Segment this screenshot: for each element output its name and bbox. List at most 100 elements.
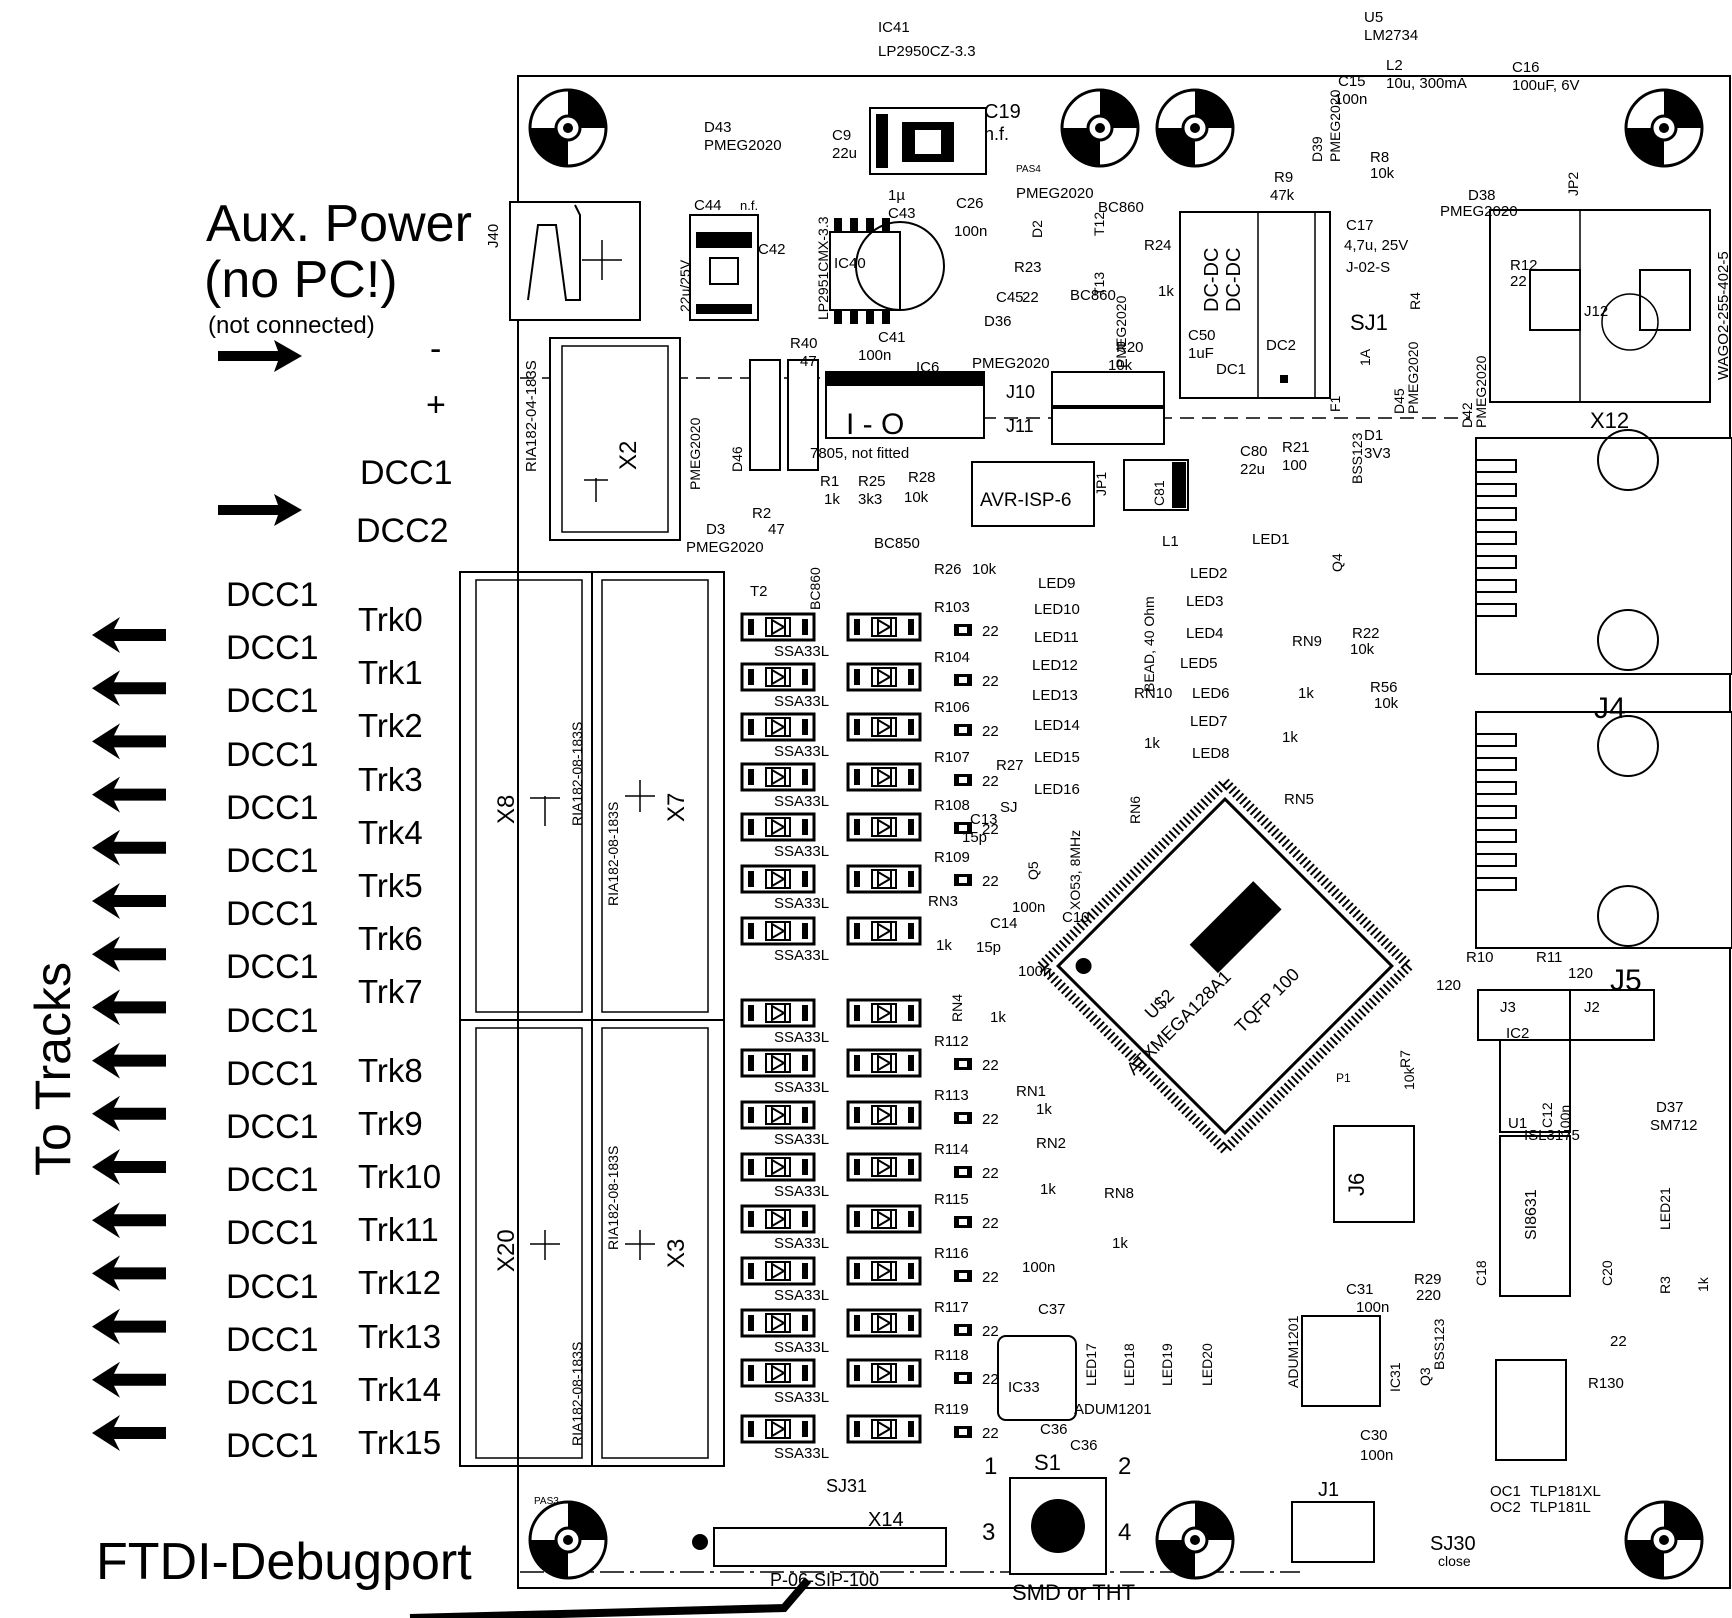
track-dcc-label: DCC1 [226, 1214, 319, 1253]
svg-text:C37: C37 [1038, 1301, 1066, 1318]
diode [846, 762, 922, 792]
svg-text:1k: 1k [1036, 1101, 1052, 1118]
svg-text:R25: R25 [858, 473, 886, 490]
svg-text:J5: J5 [1610, 964, 1642, 997]
svg-text:RN4: RN4 [949, 994, 965, 1022]
diode [846, 864, 922, 894]
svg-text:Q3: Q3 [1417, 1367, 1433, 1386]
svg-text:BSS123: BSS123 [1349, 432, 1365, 484]
track-number-label: Trk13 [358, 1317, 442, 1355]
svg-text:TLP181L: TLP181L [1530, 1499, 1591, 1516]
track-dcc-label: DCC1 [226, 1054, 319, 1093]
resistor-labels: R10322R10422R10622R10722R10822R10922R112… [934, 599, 999, 1442]
c42-capacitor [689, 214, 759, 321]
svg-text:SMD or THT: SMD or THT [1012, 1580, 1135, 1605]
minus-label: - [430, 330, 442, 368]
svg-text:DC1: DC1 [1216, 361, 1246, 378]
svg-text:XO53, 8MHz: XO53, 8MHz [1067, 830, 1083, 910]
svg-text:R3: R3 [1657, 1276, 1673, 1294]
svg-text:BSS123: BSS123 [1431, 1318, 1447, 1370]
x2-connector [549, 337, 681, 541]
c9-capacitor [869, 107, 987, 175]
resistor-label: R106 [934, 699, 970, 716]
svg-text:R26: R26 [934, 561, 962, 578]
track-number-label: Trk4 [358, 813, 423, 851]
svg-text:T2: T2 [750, 583, 768, 600]
svg-text:C45: C45 [996, 289, 1024, 306]
diode-part-label: SSA33L [774, 1029, 829, 1046]
wago-terminal [1489, 209, 1711, 403]
svg-text:R10: R10 [1466, 949, 1494, 966]
svg-text:J6: J6 [1344, 1173, 1369, 1196]
svg-text:4,7u, 25V: 4,7u, 25V [1344, 237, 1408, 254]
svg-text:1k: 1k [1158, 283, 1174, 300]
diode [846, 1100, 922, 1130]
svg-text:L2: L2 [1386, 57, 1403, 74]
svg-text:IC31: IC31 [1387, 1362, 1403, 1392]
aux-power-sub-label: (no PC!) [204, 251, 398, 309]
svg-text:PMEG2020: PMEG2020 [1327, 89, 1343, 162]
ic40-chip [829, 218, 945, 324]
svg-text:Q4: Q4 [1329, 553, 1345, 572]
svg-text:RN3: RN3 [928, 893, 958, 910]
svg-text:OC1: OC1 [1490, 1483, 1521, 1500]
diode [846, 712, 922, 742]
svg-text:X2: X2 [615, 441, 642, 470]
svg-text:22u/25V: 22u/25V [677, 259, 693, 312]
svg-text:WAGO2-255-402-5: WAGO2-255-402-5 [1715, 251, 1732, 380]
mounting-hole [1155, 1500, 1235, 1580]
resistor-value: 22 [982, 1215, 999, 1232]
diode [740, 762, 816, 792]
svg-text:C36: C36 [1040, 1421, 1068, 1438]
svg-text:SM712: SM712 [1650, 1117, 1698, 1134]
svg-text:4: 4 [1118, 1519, 1131, 1546]
svg-text:J4: J4 [1594, 692, 1626, 725]
resistor-value: 22 [982, 1425, 999, 1442]
svg-text:3V3: 3V3 [1364, 445, 1391, 462]
track-number-label: Trk9 [358, 1104, 423, 1142]
svg-text:P-06-SIP-100: P-06-SIP-100 [770, 1570, 879, 1590]
u5-ref: U5 [1364, 9, 1383, 26]
svg-text:10k: 10k [1370, 165, 1395, 182]
track-number-label: Trk5 [358, 867, 423, 904]
svg-text:PMEG2020: PMEG2020 [686, 539, 764, 556]
track-arrow [92, 723, 166, 760]
svg-text:TLP181XL: TLP181XL [1530, 1483, 1601, 1500]
svg-text:120: 120 [1568, 965, 1593, 982]
svg-text:100n: 100n [858, 347, 891, 364]
svg-text:1k: 1k [1695, 1276, 1711, 1292]
svg-text:IC33: IC33 [1008, 1379, 1040, 1396]
diode [740, 916, 816, 946]
svg-text:D1: D1 [1364, 427, 1383, 444]
svg-text:C30: C30 [1360, 1427, 1388, 1444]
svg-text:F1: F1 [1327, 395, 1343, 412]
svg-text:1k: 1k [1144, 735, 1160, 752]
svg-text:U1: U1 [1508, 1115, 1527, 1132]
diode-part-label: SSA33L [774, 1389, 829, 1406]
aux-power-label: Aux. Power [206, 195, 472, 253]
svg-text:DC-DC: DC-DC [1223, 248, 1245, 312]
svg-text:100n: 100n [1360, 1447, 1393, 1464]
mounting-hole [1155, 88, 1235, 168]
resistor-value: 22 [982, 1371, 999, 1388]
svg-text:X7: X7 [663, 793, 690, 822]
resistor-label: R107 [934, 749, 970, 766]
svg-text:LED12: LED12 [1032, 657, 1078, 674]
svg-text:Q5: Q5 [1025, 861, 1041, 880]
diode-part-label: SSA33L [774, 1183, 829, 1200]
svg-text:BC860: BC860 [807, 567, 823, 610]
resistor-label: R117 [934, 1299, 969, 1316]
svg-text:SJ30: SJ30 [1430, 1533, 1476, 1555]
svg-text:10k: 10k [1401, 1066, 1417, 1090]
diode [846, 662, 922, 692]
svg-text:RIA182-08-183S: RIA182-08-183S [605, 802, 621, 906]
svg-text:JP2: JP2 [1565, 172, 1581, 196]
svg-text:C16: C16 [1512, 59, 1540, 76]
diode [740, 1100, 816, 1130]
track-arrow [92, 1308, 166, 1345]
svg-text:15p: 15p [976, 939, 1001, 956]
svg-text:2: 2 [1118, 1453, 1131, 1480]
svg-text:22u: 22u [832, 145, 857, 162]
svg-text:LED1: LED1 [1252, 531, 1290, 548]
svg-text:RN2: RN2 [1036, 1135, 1066, 1152]
